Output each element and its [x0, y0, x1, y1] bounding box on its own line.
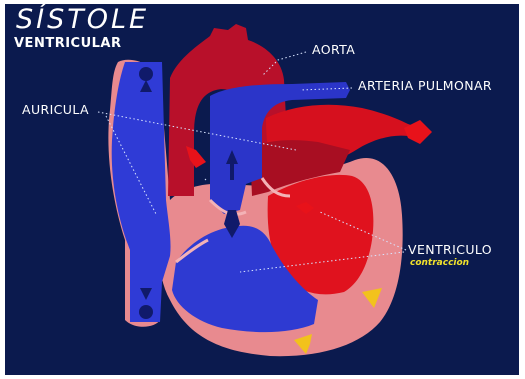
label-arteria-pulmonar: ARTERIA PULMONAR: [358, 80, 492, 93]
diagram-title: SÍSTOLE: [16, 6, 149, 33]
vena-cava-vessel: [112, 62, 171, 322]
diagram-subtitle: VENTRICULAR: [14, 37, 122, 50]
label-aorta: AORTA: [312, 44, 355, 57]
label-ventriculo: VENTRICULO: [408, 244, 492, 257]
label-auricula: AURICULA: [22, 104, 89, 117]
label-contraccion: contraccion: [410, 259, 469, 268]
